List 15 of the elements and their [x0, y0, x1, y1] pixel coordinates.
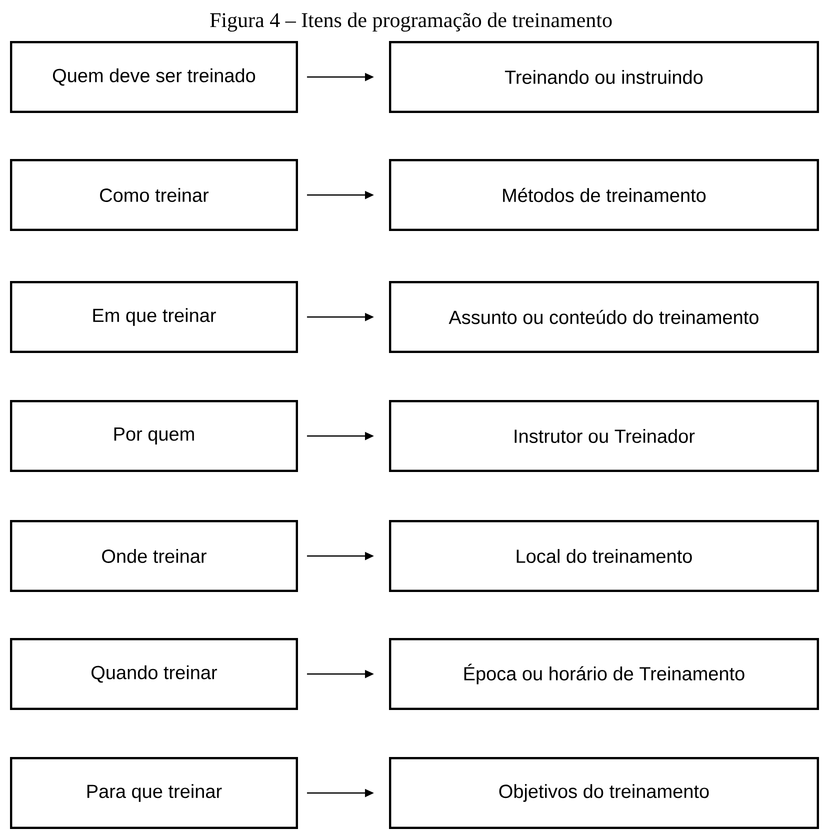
text-box: Época ou horário de Treinamento — [389, 638, 819, 710]
text-box: Onde treinar — [10, 520, 298, 592]
text-box: Quem deve ser treinado — [10, 41, 298, 113]
text-box: Quando treinar — [10, 638, 298, 710]
text-box: Em que treinar — [10, 281, 298, 353]
text-box: Treinando ou instruindo — [389, 41, 819, 113]
text-box: Métodos de treinamento — [389, 159, 819, 231]
text-box: Por quem — [10, 400, 298, 472]
text-box: Local do treinamento — [389, 520, 819, 592]
text-box: Objetivos do treinamento — [389, 757, 819, 829]
text-box: Assunto ou conteúdo do treinamento — [389, 281, 819, 353]
figure-title: Figura 4 – Itens de programação de treinamento — [210, 12, 612, 32]
text-box: Como treinar — [10, 159, 298, 231]
text-box: Instrutor ou Treinador — [389, 400, 819, 472]
text-box: Para que treinar — [10, 757, 298, 829]
